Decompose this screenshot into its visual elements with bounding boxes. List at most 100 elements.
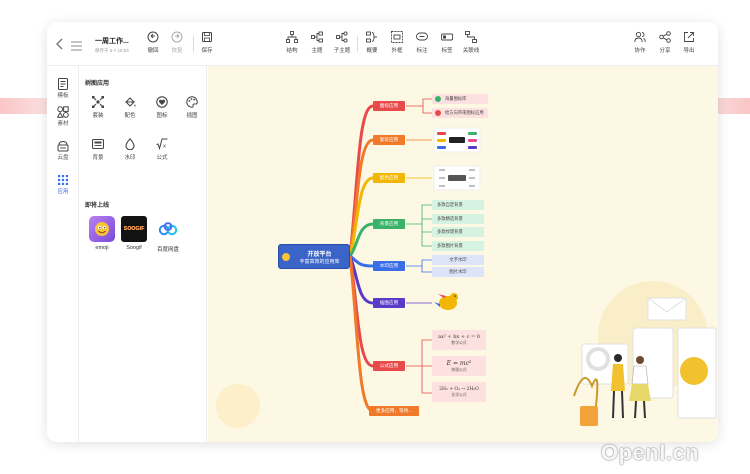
leaf-node[interactable]: 多款纹理背景 (432, 227, 484, 237)
rail-item-apps[interactable]: 应用 (47, 174, 79, 195)
apps-panel: 树图应用 套装 配色 图标 插图 背景 水印 x 公式 即将上线 (79, 66, 207, 442)
tool-color[interactable]: 配色 (115, 96, 145, 119)
left-rail: 模板 素材 云盘 应用 (47, 66, 79, 442)
back-icon[interactable] (55, 37, 65, 50)
structure-button[interactable]: 结构 (279, 30, 305, 54)
mindmap-canvas[interactable]: 开放平台 丰富高效的应用库 图标应用 套装应用 配色应用 背景应用 水印应用 插… (208, 66, 718, 442)
frame-button[interactable]: 外框 (384, 30, 410, 54)
label-button[interactable]: 标注 (409, 30, 435, 54)
app-soogif[interactable]: SOOGIF Soogif (117, 216, 151, 251)
subtopic-button[interactable]: 子主题 (329, 30, 355, 54)
undo-button[interactable]: 撤回 (140, 30, 166, 54)
app-label: Soogif (126, 245, 142, 251)
export-button[interactable]: 导出 (676, 30, 702, 54)
leaf-node[interactable]: 图片水印 (432, 267, 484, 277)
collab-button[interactable]: 协作 (627, 30, 653, 54)
undo-label: 撤回 (147, 48, 159, 54)
formula-expression: E = mc² (446, 359, 472, 367)
share-button[interactable]: 分享 (652, 30, 678, 54)
save-status: 保存于 5-7 16:54 (95, 48, 129, 53)
leaf-node[interactable]: 多款精选背景 (432, 214, 484, 224)
people-illustration (573, 297, 717, 426)
leaf-text: 海量图标库 (445, 96, 467, 101)
app-window: 一周工作... 保存于 5-7 16:54 撤回 恢复 保存 结构 主题 子主题 (47, 22, 718, 442)
branch-node[interactable]: 插图应用 (373, 298, 405, 308)
menu-icon[interactable] (71, 38, 82, 51)
mindmap-connectors (216, 98, 717, 428)
structure-label: 结构 (286, 48, 298, 54)
tool-suite[interactable]: 套装 (83, 96, 113, 119)
relation-label: 关联线 (462, 48, 480, 54)
relation-button[interactable]: 关联线 (458, 30, 484, 54)
tool-label: 公式 (156, 155, 168, 161)
toolbar-divider (357, 36, 358, 52)
summary-button[interactable]: 概要 (359, 30, 385, 54)
tool-label: 背景 (92, 155, 104, 161)
tool-emblem[interactable]: 图标 (147, 96, 177, 119)
formula-leaf[interactable]: ax² + bx + c = 0 数学公式 (432, 330, 486, 350)
relation-line-icon (464, 30, 478, 44)
formula-caption: 物理公式 (451, 367, 467, 372)
branch-node[interactable]: 公式应用 (373, 361, 405, 371)
rail-item-template[interactable]: 模板 (47, 78, 79, 99)
rail-label: 云盘 (57, 155, 69, 161)
check-icon (435, 96, 441, 102)
branch-node[interactable]: 套装应用 (373, 135, 405, 145)
rail-label: 模板 (57, 93, 69, 99)
leaf-node[interactable]: 多款图片背景 (432, 241, 484, 251)
top-toolbar: 一周工作... 保存于 5-7 16:54 撤回 恢复 保存 结构 主题 子主题 (47, 22, 718, 66)
leaf-node[interactable]: 多款自定背景 (432, 200, 484, 210)
comment-icon (415, 30, 429, 44)
save-label: 保存 (201, 48, 213, 54)
app-emoji[interactable]: emoji (85, 216, 119, 251)
formula-expression: ax² + bx + c = 0 (438, 334, 480, 340)
redo-label: 恢复 (171, 48, 183, 54)
app-baidu-netdisk[interactable]: 百度网盘 (151, 216, 185, 253)
emoji-app-icon (89, 216, 115, 242)
leaf-node[interactable]: 文字水印 (432, 255, 484, 265)
share-icon (658, 30, 672, 44)
tool-illustration[interactable]: 插图 (177, 96, 207, 119)
leaf-node[interactable]: 给方向带来图标应用 (432, 108, 488, 118)
formula-leaf[interactable]: E = mc² 物理公式 (432, 356, 486, 376)
emblem-icon (156, 96, 168, 108)
root-title: 开放平台 (307, 251, 332, 258)
save-button[interactable]: 保存 (194, 30, 220, 54)
tool-label: 套装 (92, 113, 104, 119)
export-label: 导出 (683, 48, 695, 54)
svg-text:x: x (163, 144, 166, 150)
topic-icon (310, 30, 324, 44)
branch-node[interactable]: 配色应用 (373, 173, 405, 183)
branch-node[interactable]: 背景应用 (373, 219, 405, 229)
root-emoji-icon (282, 252, 290, 261)
tool-background[interactable]: 背景 (83, 138, 113, 161)
tool-formula[interactable]: x 公式 (147, 138, 177, 161)
leaf-node[interactable]: 海量图标库 (432, 94, 488, 104)
branch-node[interactable]: 水印应用 (373, 261, 405, 271)
error-icon (435, 110, 441, 116)
formula-icon: x (156, 138, 168, 150)
export-icon (682, 30, 696, 44)
rail-item-material[interactable]: 素材 (47, 106, 79, 127)
structure-icon (285, 30, 299, 44)
bird-illustration (434, 293, 458, 310)
formula-leaf[interactable]: 2H₂ + O₂ → 2H₂O 化学公式 (432, 382, 486, 402)
tag-icon (440, 30, 454, 44)
branch-node[interactable]: 更多应用，等待... (369, 406, 419, 416)
branch-node[interactable]: 图标应用 (373, 101, 405, 111)
tool-label: 水印 (124, 155, 136, 161)
root-node[interactable]: 开放平台 丰富高效的应用库 (278, 244, 350, 269)
tool-label: 图标 (156, 113, 168, 119)
rail-item-cloud[interactable]: 云盘 (47, 140, 79, 161)
formula-caption: 数学公式 (451, 341, 467, 345)
tag-label: 标签 (441, 48, 453, 54)
document-title[interactable]: 一周工作... (95, 38, 129, 45)
topic-button[interactable]: 主题 (304, 30, 330, 54)
cloud-disk-icon (57, 140, 69, 152)
tag-button[interactable]: 标签 (434, 30, 460, 54)
summary-label: 概要 (366, 48, 378, 54)
redo-button[interactable]: 恢复 (164, 30, 190, 54)
people-icon (633, 30, 647, 44)
suite-icon (92, 96, 104, 108)
tool-watermark[interactable]: 水印 (115, 138, 145, 161)
